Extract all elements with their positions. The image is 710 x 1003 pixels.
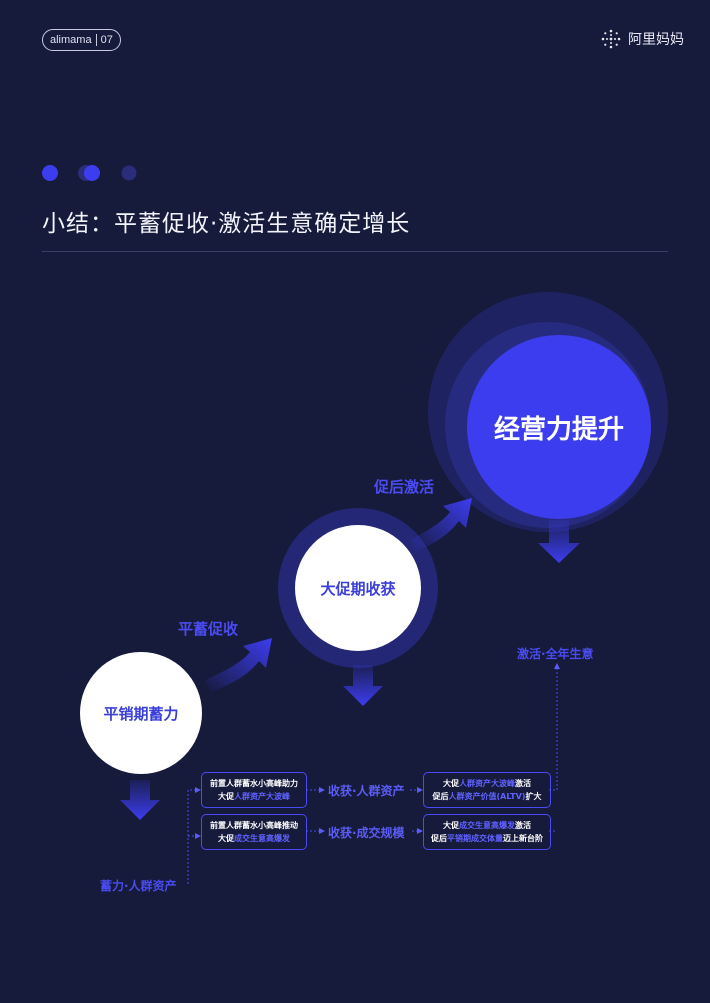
stage1-label: 平销期蓄力 [103, 704, 179, 723]
title-divider [42, 251, 668, 252]
decorative-dots [42, 165, 137, 181]
flow-right-label: 激活·全年生意 [517, 647, 594, 661]
flow-box-1: 前置人群蓄水小高峰助力 大促人群资产大波峰 [201, 772, 307, 808]
flow-box-3-line2: 促后人群资产价值(ALTV)扩大 [432, 792, 542, 801]
stage1-circle: 平销期蓄力 [80, 652, 202, 774]
arrow-down-3 [538, 520, 580, 563]
alimama-logo: 阿里妈妈 [600, 28, 684, 50]
stage2-circle: 大促期收获 [295, 525, 421, 651]
arrow-down-2 [343, 665, 383, 706]
sparkle-icon [601, 29, 621, 49]
flow-box-3: 大促人群资产大波峰激活 促后人群资产价值(ALTV)扩大 [423, 772, 551, 808]
stage3-circle: 经营力提升 [467, 335, 651, 519]
flow-mid-label-2: 收获·成交规模 [328, 826, 405, 840]
flow-box-4: 大促成交生意高爆发激活 促后平销期成交体量迈上新台阶 [423, 814, 551, 850]
flow-mid-label-1: 收获·人群资产 [328, 784, 405, 798]
flow-left-label: 蓄力·人群资产 [100, 879, 177, 893]
flow-box-2: 前置人群蓄水小高峰推动 大促成交生意高爆发 [201, 814, 307, 850]
flow-box-1-line1: 前置人群蓄水小高峰助力 [210, 779, 298, 788]
transition-label-1: 平蓄促收 [178, 620, 239, 638]
arrow-up-1 [205, 638, 272, 692]
stage3-label: 经营力提升 [493, 414, 624, 445]
flow-box-4-line1: 大促成交生意高爆发激活 [443, 821, 531, 830]
brand-name: alimama [50, 34, 92, 46]
flow-box-4-line2: 促后平销期成交体量迈上新台阶 [431, 834, 543, 843]
flow-box-1-line2: 大促人群资产大波峰 [218, 792, 290, 801]
stage2-label: 大促期收获 [320, 579, 396, 598]
flow-box-2-line2: 大促成交生意高爆发 [218, 834, 290, 843]
flow-box-2-line1: 前置人群蓄水小高峰推动 [210, 821, 298, 830]
arrow-down-1 [120, 780, 160, 820]
arrow-up-2 [410, 498, 472, 552]
page-number: 07 [100, 34, 113, 46]
logo-text: 阿里妈妈 [628, 32, 684, 48]
page-title: 小结：平蓄促收·激活生意确定增长 [42, 211, 411, 237]
brand-badge: alimama 07 [42, 29, 121, 51]
flow-box-3-line1: 大促人群资产大波峰激活 [443, 779, 531, 788]
brand-separator [95, 34, 97, 46]
transition-label-2: 促后激活 [374, 478, 435, 496]
